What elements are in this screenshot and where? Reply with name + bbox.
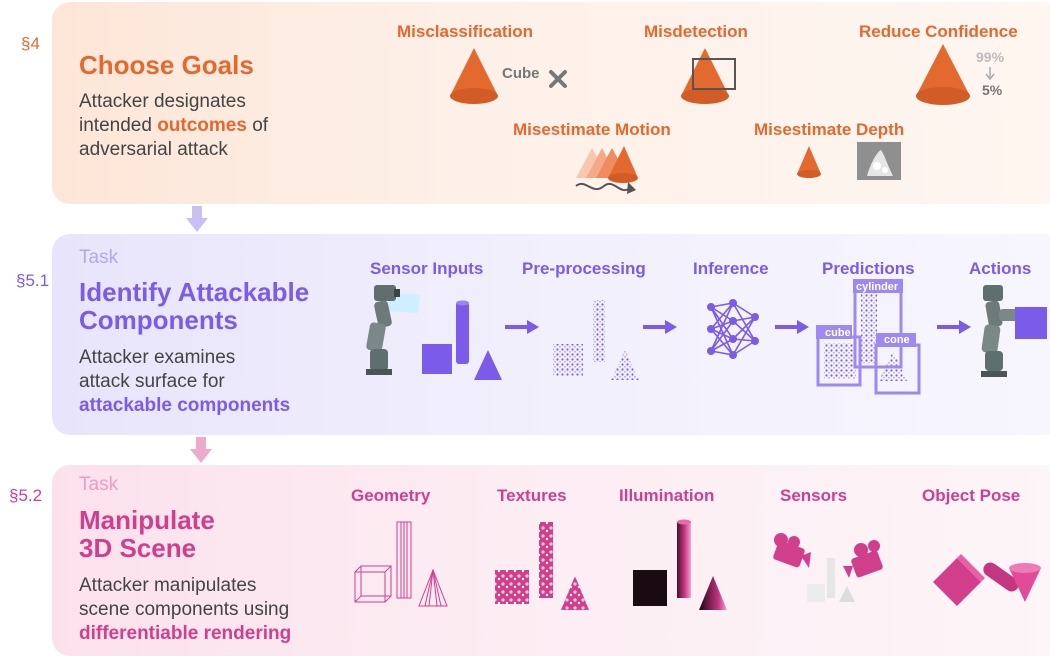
prediction-cube-label: cube	[825, 327, 851, 339]
scene-geometry-label: Geometry	[351, 486, 431, 505]
flow-arrow-icon	[775, 320, 809, 334]
lit-shapes-icon	[633, 519, 727, 610]
stage-sensor-inputs-label: Sensor Inputs	[370, 259, 484, 278]
goal-reduce-confidence-label: Reduce Confidence	[859, 22, 1018, 41]
components-description: Attacker examines attack surface for att…	[79, 346, 290, 418]
prediction-cylinder-label: cylinder	[856, 281, 899, 293]
goal-misdetection-label: Misdetection	[644, 22, 748, 41]
goals-description: Attacker designates intended outcomes of…	[79, 90, 268, 162]
scene-title-line: 3D Scene	[79, 533, 197, 563]
scene-object-pose-label: Object Pose	[922, 486, 1021, 505]
textured-shapes-icon	[495, 522, 589, 610]
camera-sensors-icon	[773, 533, 883, 602]
goals-desc-text: of	[246, 115, 269, 136]
confidence-after: 5%	[982, 82, 1003, 98]
orange-cone-icon	[450, 48, 498, 104]
goals-desc-line: Attacker designates	[79, 91, 246, 112]
flow-arrow-icon	[937, 320, 971, 334]
goals-desc-line: intended outcomes of	[79, 114, 268, 138]
stage-inference-label: Inference	[693, 259, 769, 278]
flow-arrow-icon	[505, 320, 539, 334]
stage-actions-label: Actions	[969, 259, 1032, 278]
motion-cone-icon	[575, 146, 638, 194]
components-title-line: Components	[79, 305, 238, 335]
flow-arrow-icon	[643, 320, 677, 334]
scene-textures-label: Textures	[497, 486, 567, 505]
small-cone-icon	[797, 146, 821, 178]
scene-illumination-label: Illumination	[619, 486, 715, 505]
robot-grasp-icon	[981, 285, 1047, 377]
stage-preprocessing-label: Pre-processing	[522, 259, 646, 278]
goals-section-number: §4	[21, 34, 40, 53]
scene-description: Attacker manipulates scene components us…	[79, 574, 291, 646]
wireframe-shapes-icon	[354, 521, 448, 607]
depth-map-icon	[857, 142, 901, 180]
components-title-line: Identify Attackable	[79, 277, 310, 307]
rotated-shapes-icon	[933, 554, 1041, 606]
down-arrow-1	[186, 206, 208, 232]
prediction-cone-label: cone	[884, 334, 910, 346]
components-desc-highlight: attackable components	[79, 395, 291, 416]
goals-desc-highlight: outcomes	[157, 115, 247, 136]
predictions-boxes-icon	[816, 279, 921, 395]
down-arrow-2	[190, 437, 212, 463]
scene-task-label: Task	[79, 474, 119, 495]
scene-desc-highlight: differentiable rendering	[79, 623, 292, 644]
components-title: Identify Attackable Components	[79, 278, 309, 334]
components-desc-line: attack surface for	[79, 371, 225, 392]
goals-desc-line: adversarial attack	[79, 139, 228, 160]
goals-desc-text: intended	[79, 115, 158, 136]
scene-title: Manipulate 3D Scene	[79, 506, 215, 562]
components-task-label: Task	[79, 247, 119, 268]
down-small-arrow-icon	[985, 67, 995, 81]
scene-desc-line: Attacker manipulates	[79, 575, 257, 596]
stage-predictions-label: Predictions	[822, 259, 915, 278]
wrong-x-icon	[549, 70, 567, 88]
scene-title-line: Manipulate	[79, 505, 215, 535]
bounding-box-icon	[692, 58, 736, 90]
components-section-number: §5.1	[16, 271, 50, 290]
robot-arm-icon	[366, 285, 420, 375]
confidence-before: 99%	[976, 49, 1005, 65]
goal-misclassification-label: Misclassification	[397, 22, 534, 41]
point-cloud-icon	[553, 300, 639, 380]
orange-cone-icon	[916, 44, 970, 105]
scene-desc-line: scene components using	[79, 599, 290, 620]
goals-title: Choose Goals	[79, 50, 254, 80]
scene-shapes-icon	[422, 300, 502, 380]
cube-wrong-label: Cube	[502, 65, 540, 82]
scene-sensors-label: Sensors	[780, 486, 848, 505]
neural-network-icon	[707, 299, 759, 359]
components-desc-line: Attacker examines	[79, 347, 236, 368]
goal-misestimate-motion-label: Misestimate Motion	[513, 120, 671, 139]
goal-misestimate-depth-label: Misestimate Depth	[754, 120, 905, 139]
scene-section-number: §5.2	[9, 486, 43, 505]
